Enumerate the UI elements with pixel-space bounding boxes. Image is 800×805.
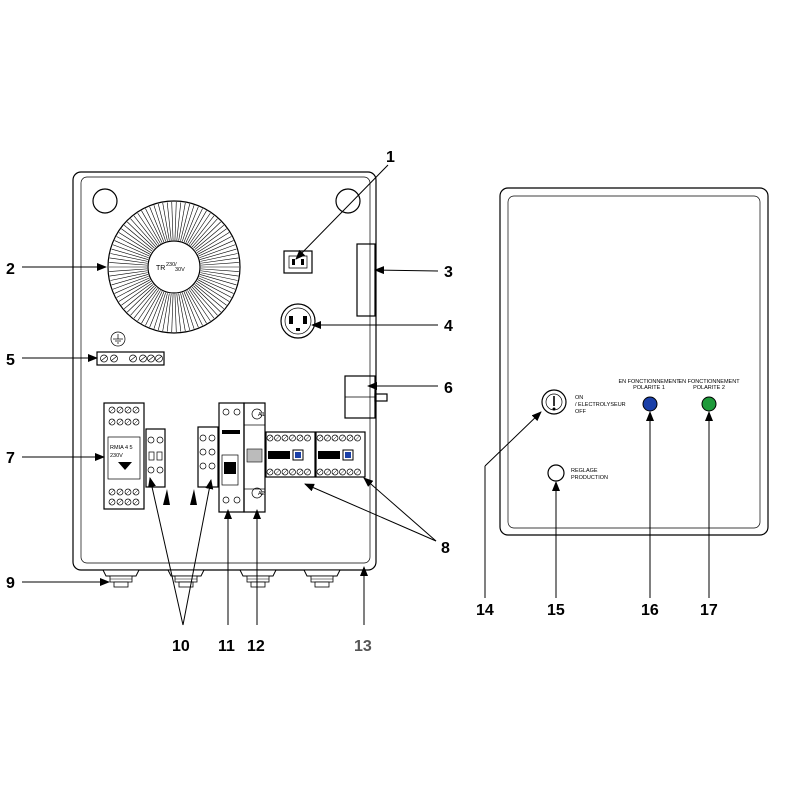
cabinet-outer <box>72 171 377 571</box>
switch-label-on: ON <box>575 395 583 401</box>
reglage-line2: PRODUCTION <box>571 475 608 481</box>
callout-11: 11 <box>218 638 235 655</box>
reglage-line1: REGLAGE <box>571 468 598 474</box>
side-connector <box>344 375 388 419</box>
transformer-label-sub: 30V <box>175 267 185 273</box>
led-polarity-2 <box>701 396 717 412</box>
mount-hole-left <box>92 188 118 214</box>
fuse-marker-left <box>163 489 170 505</box>
switch-label-off: OFF <box>575 409 587 415</box>
relay-rmia: RMIA 4 5 230V <box>103 402 145 510</box>
callout-9: 9 <box>6 575 15 592</box>
label-a1: A1 <box>258 412 265 418</box>
transformer-label-sup: 230/ <box>166 262 177 268</box>
callout-16: 16 <box>641 602 659 619</box>
pol1-line2: POLARITE 1 <box>633 385 665 391</box>
round-connector <box>280 303 316 339</box>
relay-label: RMIA 4 5 <box>110 445 133 451</box>
leader-lines <box>22 164 713 626</box>
cabinet-inner <box>80 176 371 564</box>
callout-10: 10 <box>172 638 190 655</box>
callout-5: 5 <box>6 352 15 369</box>
callout-6: 6 <box>444 380 453 397</box>
cable-glands <box>102 569 341 588</box>
terminal-strip <box>96 351 165 366</box>
fuse-block-right <box>197 426 219 488</box>
callout-13: 13 <box>354 638 372 655</box>
callout-3: 3 <box>444 264 453 281</box>
switch-label-mid: / ELECTROLYSEUR <box>575 402 626 408</box>
callout-8: 8 <box>441 540 450 557</box>
front-inner <box>507 195 761 529</box>
contactor-module: A1 A2 <box>243 402 266 513</box>
callout-2: 2 <box>6 261 15 278</box>
earth-symbol-icon <box>110 331 126 347</box>
power-socket <box>283 250 313 274</box>
side-terminal-block <box>356 243 376 317</box>
mount-hole-right <box>335 188 361 214</box>
transformer-label: TR <box>156 265 165 272</box>
fuse-marker-right <box>190 489 197 505</box>
callout-17: 17 <box>700 602 718 619</box>
label-a2: A2 <box>258 491 265 497</box>
on-off-switch <box>541 389 567 415</box>
callout-1: 1 <box>386 149 395 166</box>
contactor-2 <box>315 431 366 478</box>
callout-15: 15 <box>547 602 565 619</box>
callout-12: 12 <box>247 638 265 655</box>
relay-voltage: 230V <box>110 453 123 459</box>
production-knob <box>547 464 565 482</box>
led-polarity-1 <box>642 396 658 412</box>
pol1-line1: EN FONCTIONNEMENT <box>618 379 680 385</box>
callout-14: 14 <box>476 602 494 619</box>
callout-numbers: 1 2 3 4 5 6 7 8 9 10 11 12 13 14 15 16 1… <box>6 149 718 655</box>
callout-7: 7 <box>6 450 15 467</box>
callout-4: 4 <box>444 318 453 335</box>
pol2-line2: POLARITE 2 <box>693 385 725 391</box>
circuit-breaker <box>218 402 245 513</box>
front-outer <box>499 187 769 536</box>
fuse-block-left <box>145 428 166 488</box>
contactor-1 <box>265 431 316 478</box>
pol2-line1: EN FONCTIONNEMENT <box>678 379 740 385</box>
toroidal-transformer: TR 230/ 30V <box>107 200 241 334</box>
front-cabinet: ON / ELECTROLYSEUR OFF REGLAGE PRODUCTIO… <box>499 187 769 536</box>
open-cabinet: TR 230/ 30V <box>72 171 388 588</box>
